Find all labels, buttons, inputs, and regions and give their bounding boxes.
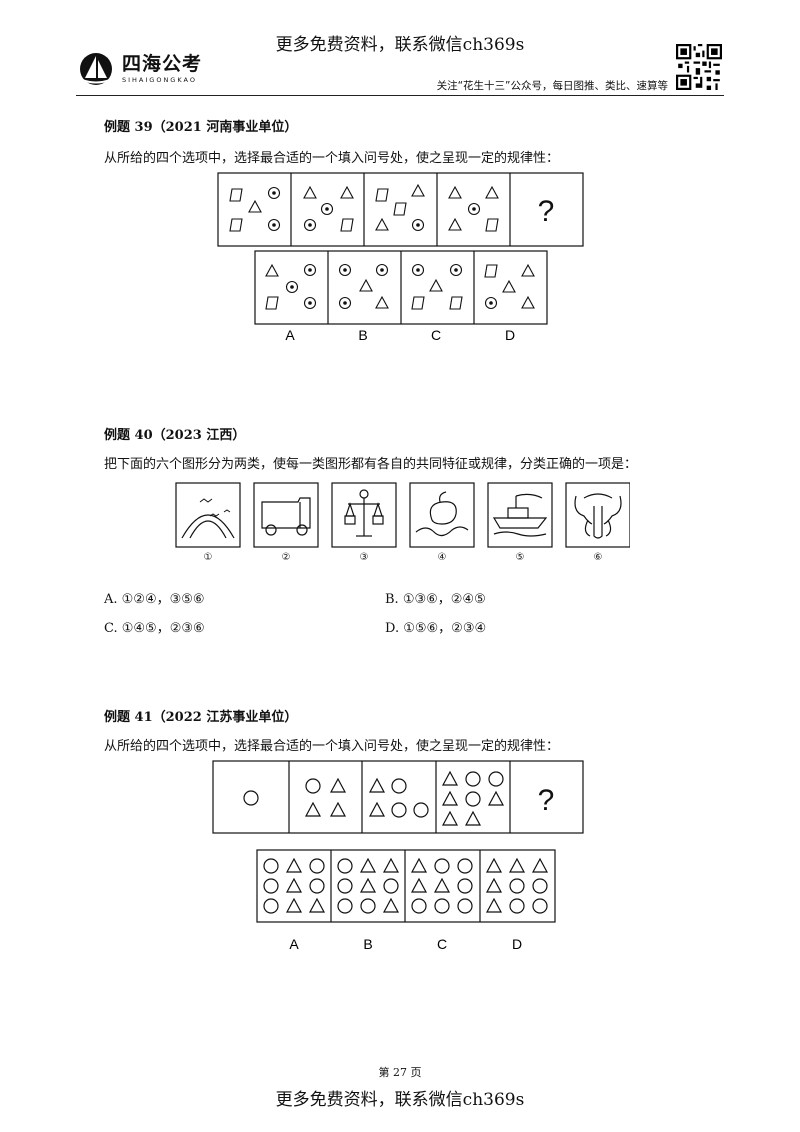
q40-answer-a[interactable]: A. ①②④，③⑤⑥ <box>104 592 205 607</box>
top-contact-note: 更多免费资料，联系微信ch369s <box>275 35 525 55</box>
q41-figure: ? A B C D <box>212 760 584 952</box>
q39-question-mark: ? <box>538 195 555 228</box>
q40-prompt: 把下面的六个图形分为两类，使每一类图形都有各自的共同特征或规律，分类正确的一项是… <box>104 457 638 472</box>
q39-figure: ? A B C D <box>217 172 584 343</box>
q39-option-a-label: A <box>285 327 295 343</box>
q40-answer-c[interactable]: C. ①④⑤，②③⑥ <box>104 621 205 636</box>
q40-figure-1-bridge <box>175 482 241 548</box>
q40-figure-label-1: ① <box>204 552 213 563</box>
q40-figure-2-truck <box>253 482 319 548</box>
q40-figure-4-peach <box>409 482 475 548</box>
q39-option-d-label: D <box>505 327 515 343</box>
q41-option-a-label: A <box>289 936 299 952</box>
q39-option-b-label: B <box>358 327 367 343</box>
follow-wechat-note: 关注“花生十三”公众号，每日图推、类比、速算等 <box>436 80 668 92</box>
q41-title: 例题 41（2022 江苏事业单位） <box>104 710 298 725</box>
q40-figure-6-elephant <box>565 482 630 548</box>
q40-figures: ① ② ③ ④ ⑤ ⑥ <box>175 482 630 563</box>
qr-code-icon <box>676 44 722 90</box>
q41-question-mark: ? <box>538 784 555 817</box>
header-divider <box>76 95 724 96</box>
q40-figure-label-3: ③ <box>360 552 369 563</box>
q39-prompt: 从所给的四个选项中，选择最合适的一个填入问号处，使之呈现一定的规律性： <box>104 151 560 166</box>
q40-figure-label-6: ⑥ <box>594 552 603 563</box>
q40-answer-b[interactable]: B. ①③⑥，②④⑤ <box>385 592 486 607</box>
q40-title: 例题 40（2023 江西） <box>104 428 246 443</box>
q39-question-row: ? <box>217 172 584 247</box>
page-number: 第 27 页 <box>378 1066 422 1079</box>
q40-figure-label-2: ② <box>282 552 291 563</box>
q40-figure-label-5: ⑤ <box>516 552 525 563</box>
bottom-contact-note: 更多免费资料，联系微信ch369s <box>275 1090 525 1110</box>
q41-question-row: ? <box>212 760 584 834</box>
sail-logo-icon <box>80 53 112 85</box>
q40-figure-label-4: ④ <box>438 552 447 563</box>
q40-figure-3-scale <box>331 482 397 548</box>
q39-option-c-label: C <box>431 327 441 343</box>
logo-english-name: SIHAIGONGKAO <box>122 75 197 84</box>
q40-figure-5-ship <box>487 482 553 548</box>
q41-option-c-label: C <box>437 936 447 952</box>
logo-chinese-name: 四海公考 <box>122 52 203 75</box>
q39-options-row <box>254 250 548 325</box>
q41-option-b-label: B <box>363 936 372 952</box>
q41-prompt: 从所给的四个选项中，选择最合适的一个填入问号处，使之呈现一定的规律性： <box>104 739 560 754</box>
q41-options-row <box>256 849 556 923</box>
q40-answer-d[interactable]: D. ①⑤⑥，②③④ <box>385 621 487 636</box>
brand-logo: 四海公考 SIHAIGONGKAO <box>76 52 202 86</box>
q39-title: 例题 39（2021 河南事业单位） <box>104 120 298 135</box>
q41-option-d-label: D <box>512 936 522 952</box>
